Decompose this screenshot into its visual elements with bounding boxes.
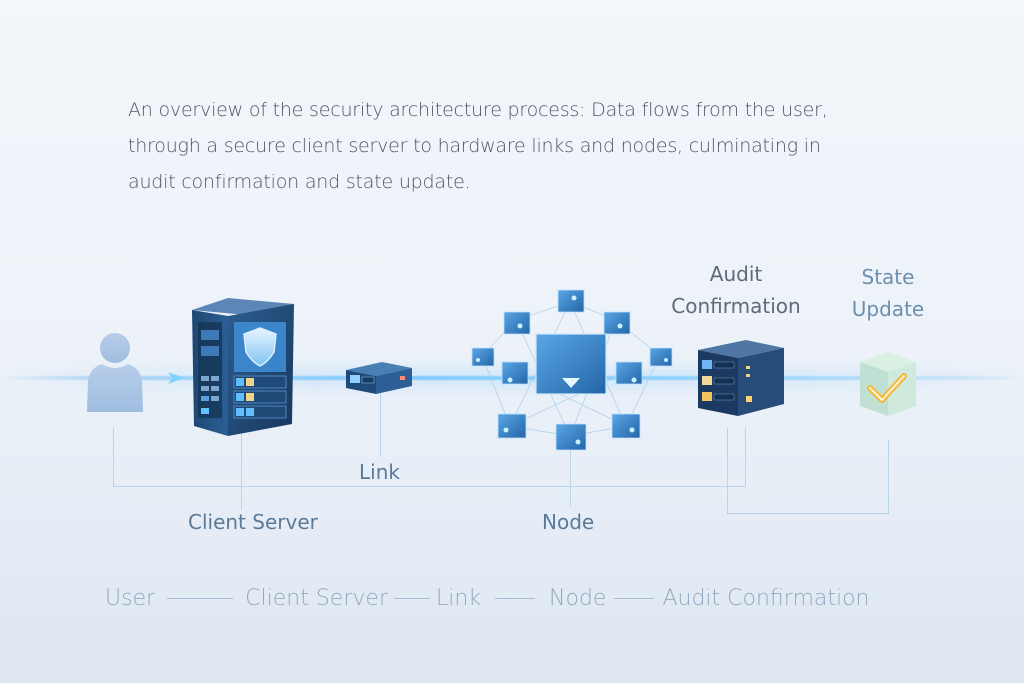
checkmark-cube-icon xyxy=(856,350,920,420)
label-node: Node xyxy=(542,510,595,534)
server-tower-shield-icon xyxy=(188,296,298,440)
legend-connector xyxy=(167,598,234,599)
legend-connector xyxy=(393,598,430,599)
connector-state-rail xyxy=(727,513,889,514)
connector-state-down xyxy=(888,440,889,514)
network-cube-cluster-icon xyxy=(466,286,676,456)
diagram-caption: An overview of the security architecture… xyxy=(128,99,828,193)
legend-item-link: Link xyxy=(435,586,482,611)
connector-user-down xyxy=(113,428,114,486)
label-state-line2: Update xyxy=(851,297,925,321)
flow-arrow-icon xyxy=(166,370,186,386)
connector-audit-down xyxy=(745,428,746,486)
legend-item-audit-confirmation: Audit Confirmation xyxy=(662,586,870,611)
label-link: Link xyxy=(359,460,400,484)
legend-item-client-server: Client Server xyxy=(245,586,388,611)
legend-item-user: User xyxy=(105,586,156,611)
label-state-line1: State xyxy=(861,265,915,289)
legend-item-node: Node xyxy=(549,586,607,611)
label-audit-confirmation: Audit Confirmation xyxy=(668,258,804,322)
hardware-link-box-icon xyxy=(344,360,414,396)
legend-connector xyxy=(614,598,655,599)
connector-client-server-down xyxy=(241,430,242,510)
connector-bottom-rail xyxy=(113,486,745,487)
label-state-update: State Update xyxy=(840,261,936,325)
legend-connector xyxy=(495,598,536,599)
label-audit-line2: Confirmation xyxy=(671,294,801,318)
label-client-server: Client Server xyxy=(188,510,318,534)
connector-audit-left-down xyxy=(727,428,728,514)
connector-node-down xyxy=(570,440,571,506)
user-silhouette-icon xyxy=(80,330,150,416)
flow-legend: User Client Server Link Node Audit Confi… xyxy=(105,586,870,611)
audit-server-rack-icon xyxy=(694,338,786,418)
label-audit-line1: Audit xyxy=(709,262,763,286)
connector-link-down xyxy=(380,392,381,456)
